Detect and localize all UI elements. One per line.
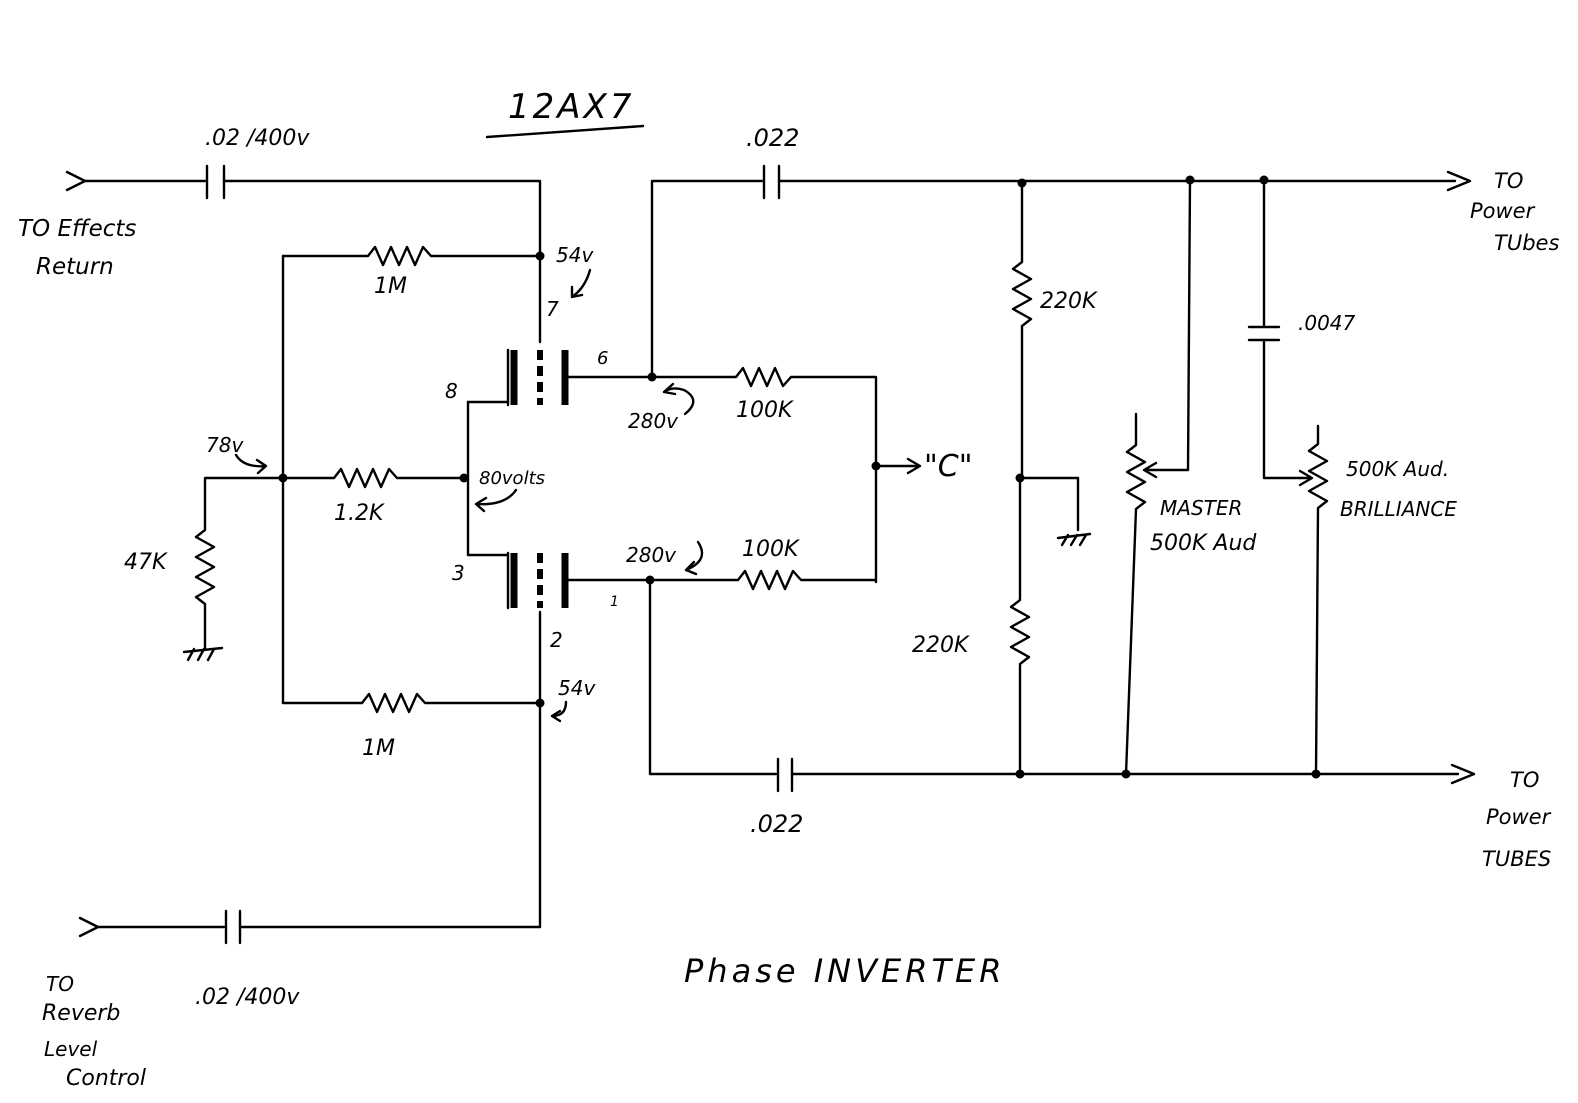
node-dot (1311, 769, 1321, 779)
pot-brilliance-label-1: 500K Aud. (1346, 457, 1449, 481)
r-plate-bottom-label: 100K (742, 537, 800, 562)
r-tail-label: 47K (124, 550, 168, 575)
triode-lower (506, 551, 569, 610)
wire (1018, 476, 1080, 532)
output-label-bottom-1: TO (1510, 768, 1539, 792)
output-label-top-1: TO (1494, 169, 1523, 193)
cap-bright-label: .0047 (1298, 311, 1356, 335)
r-plate-top-label: 100K (736, 398, 794, 423)
resistor-220k-top (1011, 181, 1033, 480)
resistor-100k-top (650, 366, 878, 584)
cap-output-top-label: .022 (746, 124, 799, 152)
r-feedback-bottom-label: 1M (362, 736, 395, 761)
input-label-bottom-3: Level (44, 1037, 98, 1061)
cap-output-bottom-label: .022 (750, 810, 803, 838)
grid-bottom-voltage: 54v (558, 676, 596, 700)
voltage-arrow (662, 382, 695, 416)
input-label-bottom-1: TO (46, 972, 74, 996)
voltage-arrow (684, 540, 704, 576)
input-arrow-top (65, 170, 87, 192)
pin-6: 6 (597, 348, 608, 369)
wire (648, 578, 778, 776)
plate-bottom-voltage: 280v (626, 543, 677, 567)
potentiometer-brilliance (1307, 424, 1329, 776)
pin-2: 2 (550, 628, 563, 652)
voltage-arrow (474, 488, 518, 513)
resistor-1-2k (281, 467, 466, 489)
capacitor-output-bottom (776, 757, 794, 793)
r-feedback-top-label: 1M (374, 274, 407, 299)
diagram-title: Phase INVERTER (684, 952, 1005, 990)
capacitor-input-top (205, 164, 226, 200)
voltage-arrow (570, 268, 592, 299)
cap-input-bottom-label: .02 /400v (195, 985, 300, 1010)
output-arrow-top (1446, 170, 1472, 192)
pot-brilliance-wiper (1298, 469, 1314, 487)
cap-input-top-label: .02 /400v (205, 126, 310, 151)
r-div-top-label: 220K (1040, 289, 1098, 314)
output-label-bottom-2: Power (1486, 805, 1552, 829)
ground-symbol (1056, 532, 1092, 547)
input-arrow-bottom (78, 916, 100, 938)
pin-3: 3 (452, 561, 465, 585)
r-bias-label: 1.2K (334, 501, 385, 526)
tail-voltage: 78v (206, 433, 244, 457)
grid-top-voltage: 54v (556, 243, 594, 267)
pot-master-wiper (1142, 178, 1192, 479)
capacitor-input-bottom (224, 909, 242, 945)
node-c-label: "C" (924, 449, 973, 484)
output-label-top-2: Power (1470, 199, 1536, 223)
wire (650, 179, 764, 379)
pin-8: 8 (445, 379, 458, 403)
pot-master-label-1: MASTER (1160, 496, 1242, 520)
input-label-bottom-2: Reverb (42, 1001, 120, 1026)
input-label-top-2: Return (36, 254, 114, 280)
cathode-voltage: 80volts (479, 468, 545, 489)
capacitor-bright (1247, 178, 1302, 480)
node-dot (535, 251, 545, 261)
resistor-1m-top (281, 245, 542, 267)
pot-master-label-2: 500K Aud (1150, 531, 1257, 556)
resistor-220k-bottom (1009, 476, 1031, 776)
ground-symbol (182, 646, 224, 662)
resistor-47k (194, 476, 285, 650)
node-dot (1015, 769, 1025, 779)
pot-brilliance-label-2: BRILLIANCE (1340, 497, 1457, 521)
resistor-1m-bottom (281, 692, 542, 714)
potentiometer-master (1124, 412, 1147, 776)
node-dot (1121, 769, 1131, 779)
input-label-bottom-4: Control (66, 1066, 146, 1091)
triode-upper (506, 348, 569, 407)
wire (222, 179, 542, 344)
plate-top-voltage: 280v (628, 409, 679, 433)
voltage-arrow (234, 453, 268, 475)
pin-7: 7 (546, 297, 559, 321)
resistor-100k-bottom (648, 569, 878, 591)
pin-1: 1 (610, 594, 619, 610)
voltage-arrow (550, 700, 568, 723)
capacitor-output-top (762, 164, 781, 200)
output-arrow-bottom (1450, 763, 1476, 785)
r-div-bottom-label: 220K (912, 633, 970, 658)
input-label-top-1: TO Effects (18, 216, 136, 242)
tube-label: 12AX7 (508, 87, 634, 127)
output-label-bottom-3: TUBES (1482, 847, 1551, 871)
output-label-top-3: TUbes (1494, 231, 1559, 255)
tube-label-underline (485, 124, 645, 139)
node-c-arrow (874, 457, 922, 475)
